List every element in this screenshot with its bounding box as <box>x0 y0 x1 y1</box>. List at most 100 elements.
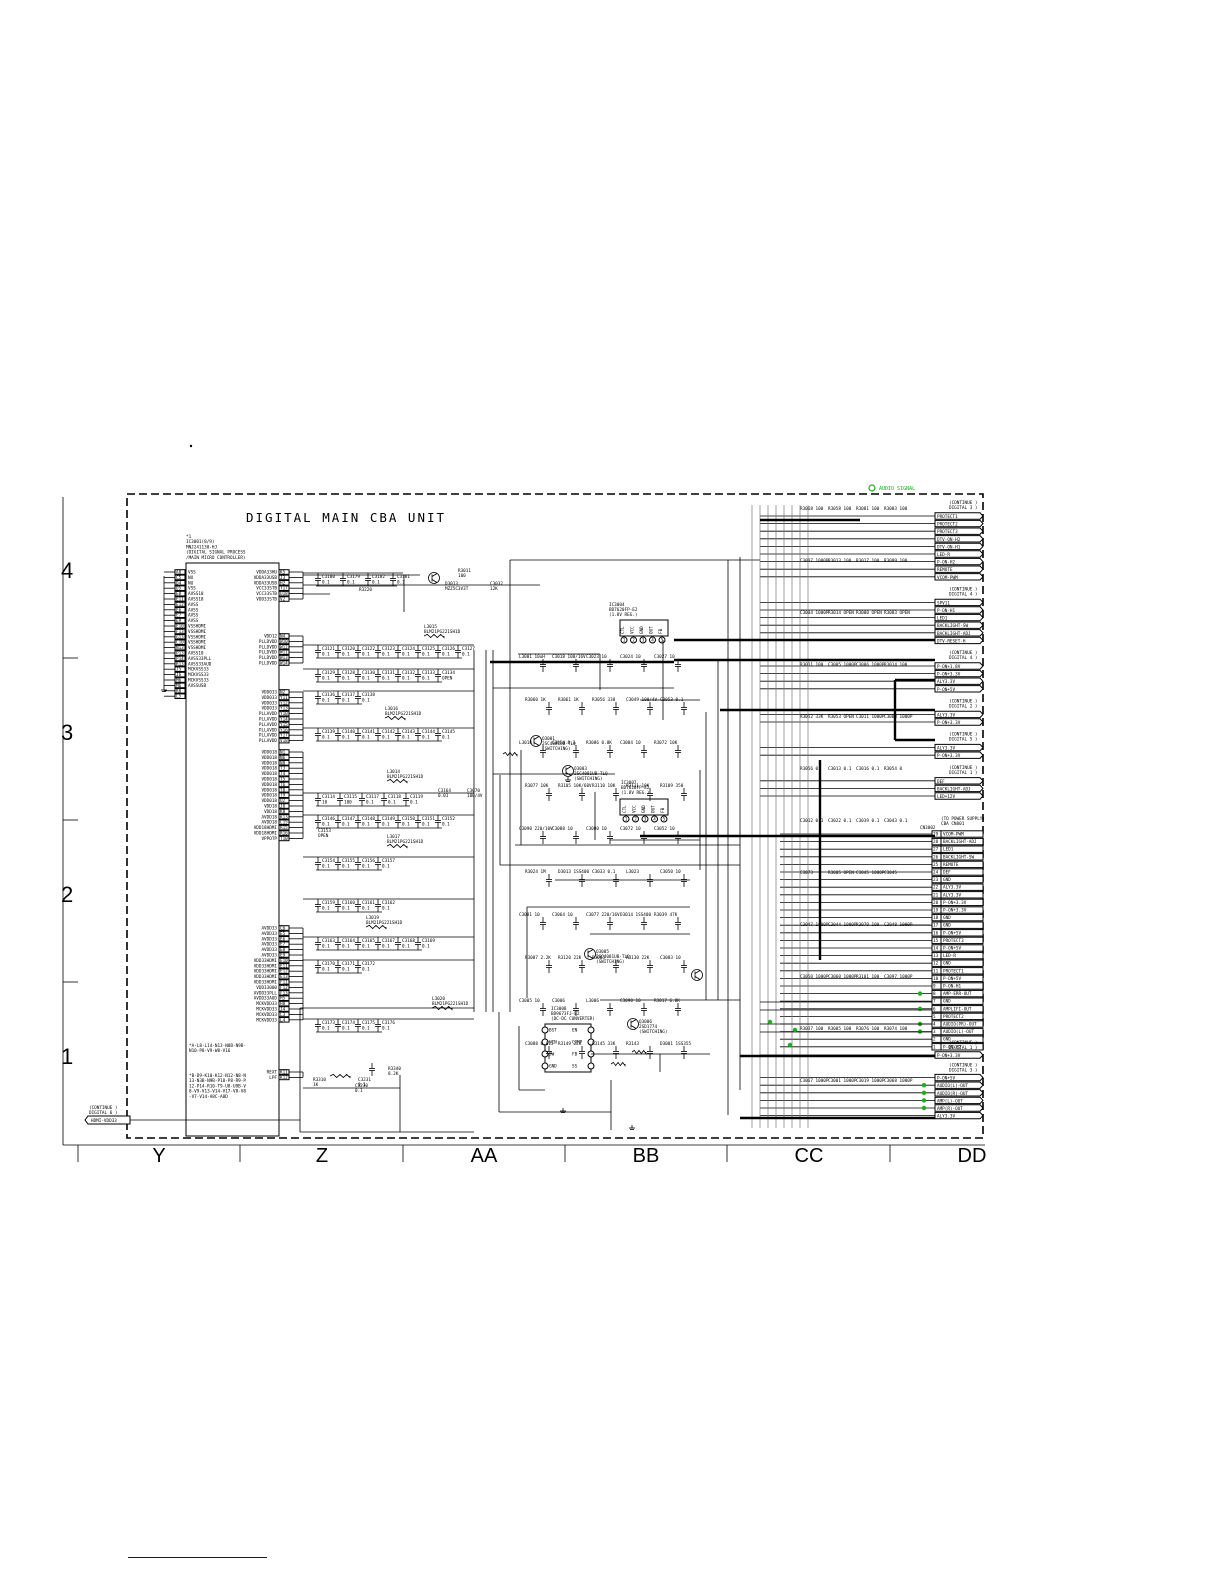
capacitor <box>681 702 687 715</box>
capacitor <box>546 874 552 887</box>
capacitor-ref: C3140 <box>342 729 355 735</box>
connector-signal-label: P-ON-H1 <box>937 608 956 614</box>
connector-arrow <box>934 669 984 678</box>
capacitor-ref: C3182 <box>372 574 385 580</box>
ic-pin-name: VDDA33USB <box>254 575 278 581</box>
part-label: C3024 10 <box>620 654 641 660</box>
audio-signal-legend-label: AUDIO SIGNAL <box>879 486 915 492</box>
part-value: MZZ5C3V3T <box>445 586 469 592</box>
ic-pin-name: VSSHDMI <box>188 645 207 651</box>
ic-pin-name: MCKVSS33 <box>188 667 209 673</box>
capacitor-value: 0.1 <box>422 652 430 658</box>
capacitor-value: 0.1 <box>362 864 370 870</box>
ic-pin-name: AVSS <box>188 618 199 624</box>
part-label: R3076 100 <box>856 1026 880 1032</box>
power-connector-signal <box>940 898 984 907</box>
ic-pin-number: E7 <box>280 942 286 948</box>
ic-pin-name: AVDD33PLL <box>254 990 278 996</box>
capacitor-ref: C3138 <box>362 692 375 698</box>
capacitor-value: 0.1 <box>442 652 450 658</box>
connector-signal: PROTECT2 <box>934 519 984 528</box>
part-label: C3022 0.1 <box>828 818 852 824</box>
audio-signal-legend: AUDIO SIGNAL <box>868 484 915 492</box>
power-connector-signal-label: ALY3.3V <box>943 885 962 891</box>
part-label: D3013 1SS400 <box>558 869 589 875</box>
capacitor-value: 0.1 <box>362 698 370 704</box>
part-label: C3088 0.015 <box>525 1041 554 1047</box>
regulator-pin-name: COMP <box>572 1040 583 1046</box>
connector-block-title: DIGITAL 3 ) <box>949 505 977 511</box>
resistor-body <box>365 924 387 930</box>
regulator-pin-number: 5 <box>663 817 666 823</box>
power-connector-signal-label: P-ON-H2 <box>943 1044 962 1050</box>
capacitor-ref: C3119 <box>410 794 423 800</box>
ic-pin-number: R15 <box>280 825 288 831</box>
footer-link-rule <box>128 1557 267 1558</box>
regulator-pin-name: FB <box>660 807 666 813</box>
connector-signal-label: LED+12V <box>937 794 956 800</box>
ic-pin-number: E10 <box>280 958 288 964</box>
connector-signal-label: AMP(L)-OUT <box>937 1098 963 1104</box>
transistor-body <box>428 572 440 584</box>
ic-pin-name: AVSS10 <box>188 651 204 657</box>
capacitor-value: 0.1 <box>322 580 330 586</box>
grid-column-label: DD <box>958 1145 987 1167</box>
capacitor <box>613 788 619 801</box>
part-label: C3044 1000P <box>828 922 857 928</box>
part-ref: D3013 <box>445 581 458 587</box>
connector-signal-label: DTV-ON-H1 <box>937 544 961 550</box>
ic-pin-number: T4 <box>280 771 286 777</box>
regulator-pin-name: OUT <box>649 626 655 634</box>
part-label: R3011 100 <box>800 662 824 668</box>
connector-arrow <box>934 743 984 752</box>
power-connector-signal-label: GND <box>943 877 951 883</box>
capacitor <box>613 702 619 715</box>
ic-footnote: *A-L8-L14-N13-N8B-N9B- <box>189 1043 246 1049</box>
power-connector-signal <box>940 913 984 922</box>
regulator-pin-name: EN <box>572 1028 578 1034</box>
power-connector-pin-number: 9 <box>933 984 936 990</box>
ferrite-part: BLM21PG221SH1D <box>424 629 461 635</box>
connector-signal: PROTECT1 <box>934 512 984 520</box>
ic-pin-name: PLLAVDD <box>259 711 278 717</box>
power-connector-pin-number: 28 <box>933 839 939 845</box>
capacitor <box>573 1003 579 1016</box>
regulator-ref: IC3008 <box>551 1006 567 1012</box>
regulator-desc: (1.8V REG.) <box>621 790 649 796</box>
part-label: R3099 100 <box>884 558 908 564</box>
ic-pin-number: K11 <box>280 1070 288 1076</box>
ic-pin-number: E7 <box>176 613 182 619</box>
power-connector-signal <box>940 837 984 846</box>
connector-signal: AUDIO(R)-OUT <box>934 1089 984 1097</box>
capacitor-ref: C3163 <box>322 938 335 944</box>
power-connector-signal-label: P-ON+5V <box>943 976 962 982</box>
ic-pin-number: J5 <box>176 667 182 673</box>
part-label: C3005 1000P <box>828 662 857 668</box>
connector-signal: VCOM-PWM <box>934 573 984 581</box>
capacitor <box>641 659 647 672</box>
power-connector-signal-label: LED1 <box>943 847 954 853</box>
part-label: R3111 10K <box>626 783 650 789</box>
grid-row-label: 1 <box>61 1044 73 1069</box>
capacitor-value: 0.1 <box>322 652 330 658</box>
capacitor <box>540 831 546 844</box>
power-connector-pin-number: 8 <box>933 991 936 997</box>
regulator-pin <box>587 1038 595 1046</box>
ic-pin-name: VDD33HDMI <box>254 963 278 969</box>
connector-signal-label: VCOM-PWM <box>937 575 958 581</box>
capacitor-ref: C3175 <box>362 1020 375 1026</box>
connector-signal-label: REMOTE <box>937 567 953 573</box>
ic-pin-name: VDD018 <box>261 777 277 783</box>
ic-pin-number: N8 <box>280 760 286 766</box>
transistor-q3001 <box>530 735 542 747</box>
